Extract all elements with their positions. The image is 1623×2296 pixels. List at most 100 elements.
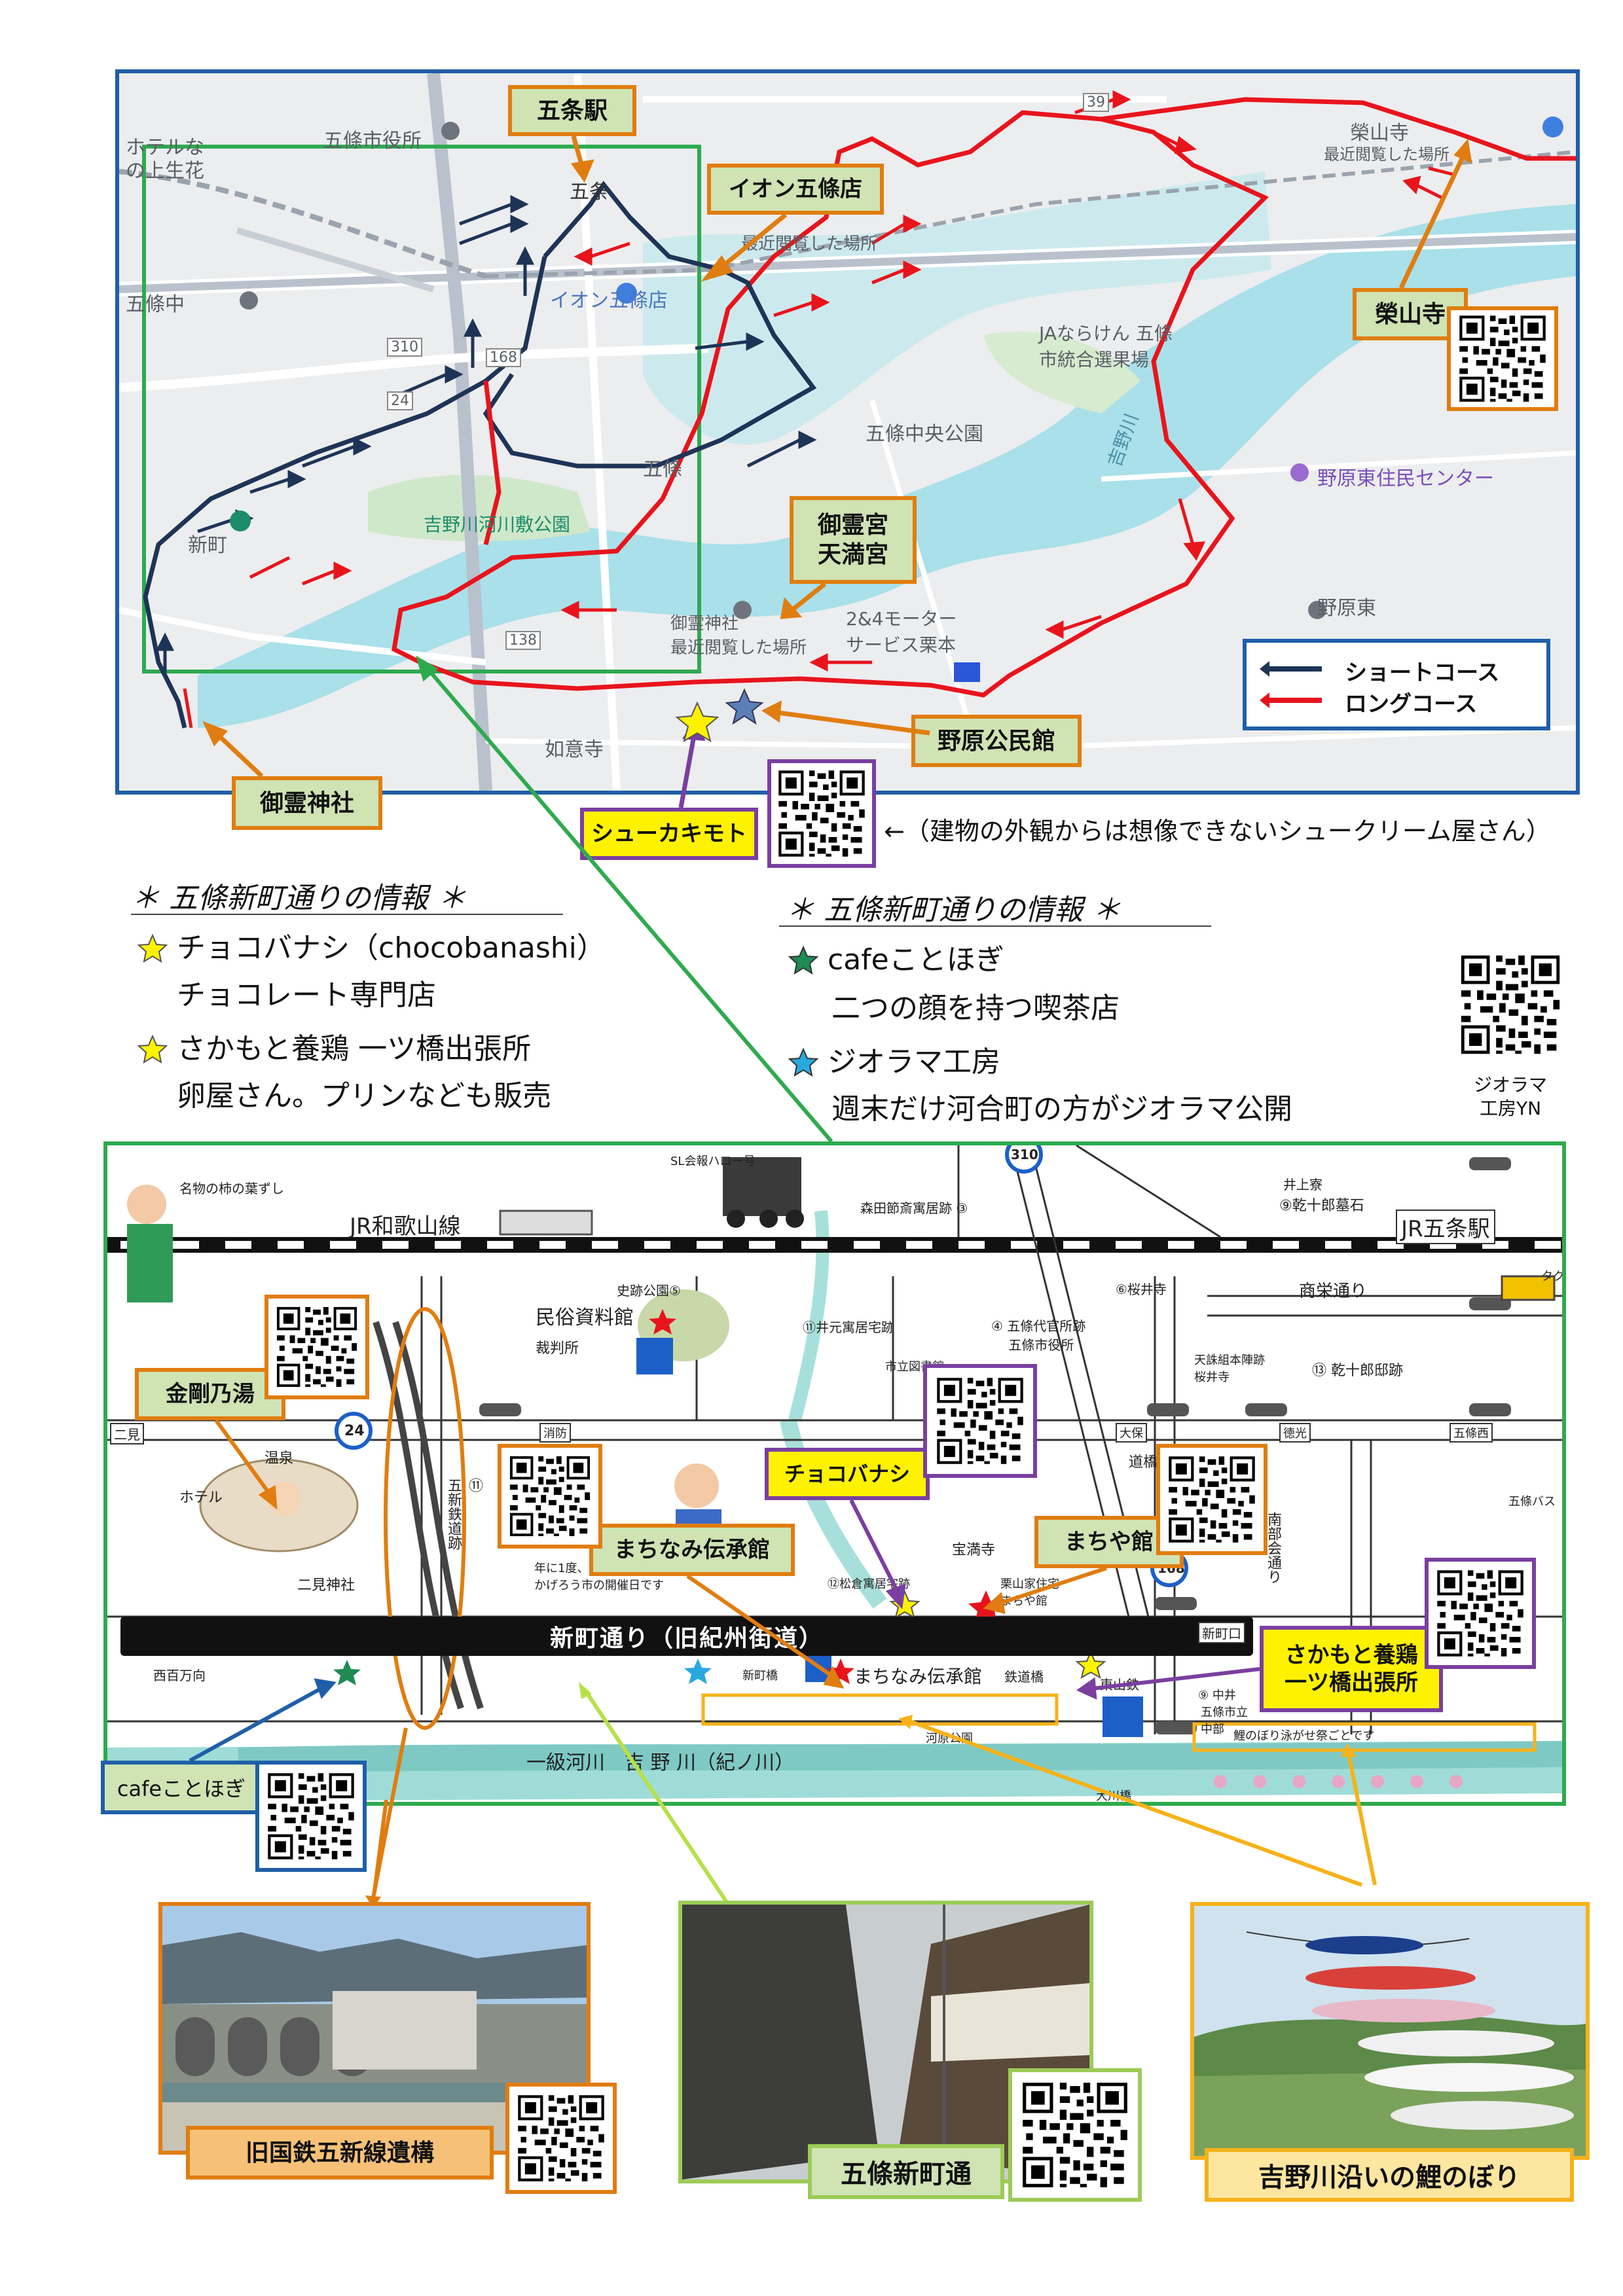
map-label-central-park: 五條中央公園 xyxy=(866,423,983,446)
lbl-gojo-nishi: 五條西 xyxy=(1450,1423,1493,1443)
map-label-nohara-east: 野原東 xyxy=(1317,597,1376,620)
lbl-nishi: 西百万向 xyxy=(153,1668,206,1683)
map-label-gojo-junior: 五條中 xyxy=(126,293,185,316)
lbl-tenchu: 天誅組本陣跡 桜井寺 xyxy=(1194,1354,1265,1384)
label-nohara-kominkan: 野原公民館 xyxy=(911,715,1082,767)
qr-machiyakan[interactable] xyxy=(1156,1444,1267,1555)
route-legend: ショートコース ロングコース xyxy=(1243,639,1550,730)
nohara-star-icon xyxy=(725,688,764,725)
map-label-recent-1: 最近閲覧した場所 xyxy=(741,234,878,254)
lbl-taiho: 大保 xyxy=(1116,1423,1147,1443)
road-24: 24 xyxy=(387,391,413,410)
lbl-nakaichi: ⑨ 中井 xyxy=(1198,1689,1236,1702)
map-label-eizanji: 榮山寺 xyxy=(1350,122,1409,145)
qr-sakamoto[interactable] xyxy=(1425,1558,1536,1669)
lbl-saibansho: 裁判所 xyxy=(536,1340,579,1357)
lbl-futami-jinja: 二見神社 xyxy=(297,1577,356,1594)
lbl-road-310: 310 xyxy=(1011,1147,1038,1162)
yellow-star-icon xyxy=(137,933,168,963)
left-item1-name: チョコバナシ（chocobanashi） xyxy=(177,931,606,965)
lbl-futami: 二見 xyxy=(110,1423,144,1444)
river-label: 一級河川 吉 野 川（紀ノ川） xyxy=(526,1751,795,1774)
map-label-gojo-area: 五條 xyxy=(643,458,682,481)
qr-diorama[interactable] xyxy=(1455,949,1566,1060)
map-label-miryo: 御霊神社 最近閲覧した場所 xyxy=(670,614,807,658)
map-label-hotel: ホテルな xyxy=(126,136,204,159)
left-info-item2-desc: 卵屋さん。プリンなども販売 xyxy=(177,1079,551,1113)
lbl-kamijo: 井上寮 xyxy=(1283,1177,1322,1193)
label-kongo-noyu: 金剛乃湯 xyxy=(135,1368,285,1420)
shu-kakimoto-note: ←（建物の外観からは想像できないシュークリーム屋さん） xyxy=(884,817,1551,846)
lbl-shinmachibashi: 新町橋 xyxy=(742,1669,778,1683)
lbl-tokko: 徳光 xyxy=(1279,1423,1311,1443)
map-label-nyoiji: 如意寺 xyxy=(545,738,604,761)
road-310: 310 xyxy=(387,338,422,357)
green-star-icon xyxy=(788,945,818,975)
qr-eizanji[interactable] xyxy=(1447,306,1558,411)
lbl-shogenji: ⑫松倉寓居宅跡 xyxy=(828,1577,910,1591)
lbl-tetsudo: 鉄道橋 xyxy=(1004,1669,1044,1685)
label-koinobori: 吉野川沿いの鯉のぼり xyxy=(1205,2148,1574,2202)
lbl-onsen: 温泉 xyxy=(264,1450,294,1467)
legend-long: ロングコース xyxy=(1345,691,1478,717)
lbl-kodaichi: 五條市立 中部 xyxy=(1201,1706,1248,1736)
right-info-item2: ジオラマ工房 xyxy=(788,1039,1000,1085)
lbl-shobo: 消防 xyxy=(539,1423,571,1443)
lbl-minzoku: 民俗資料館 xyxy=(536,1306,634,1329)
qr-street[interactable] xyxy=(1008,2068,1142,2202)
label-machinami: まちなみ伝承館 xyxy=(589,1524,795,1576)
jr-gojo-label: JR五条駅 xyxy=(1396,1210,1495,1244)
lbl-gojo-bus: 五條バス xyxy=(1508,1495,1556,1509)
qr-bridge[interactable] xyxy=(505,2083,617,2194)
map-label-aeon: イオン五條店 xyxy=(550,289,668,312)
qr-machinami[interactable] xyxy=(498,1444,602,1549)
qr-cafe[interactable] xyxy=(255,1761,367,1872)
label-shu-kakimoto: シューカキモト xyxy=(580,808,758,860)
lbl-gojo-office: ④ 五條代官所跡 五條市役所 xyxy=(991,1318,1086,1353)
lbl-sl: SL会報ハロー号 xyxy=(670,1155,756,1168)
left-info-divider xyxy=(131,914,563,915)
label-bridge: 旧国鉄五新線遺構 xyxy=(186,2126,494,2179)
label-miryo-tenmangu: 御霊宮 天満宮 xyxy=(790,496,917,584)
qr-choco[interactable] xyxy=(923,1364,1037,1478)
right-info-item1: cafeことほぎ xyxy=(788,937,1004,983)
label-gojo-station: 五条駅 xyxy=(508,85,636,136)
route-map-base xyxy=(119,73,1576,791)
label-aeon: イオン五條店 xyxy=(707,164,884,215)
right-info-item1-desc: 二つの顔を持つ喫茶店 xyxy=(831,992,1120,1025)
legend-short: ショートコース xyxy=(1345,660,1500,686)
lbl-hotel: ホテル xyxy=(179,1490,223,1506)
map-label-gojo: 五条 xyxy=(570,181,609,204)
right-item1-name: cafeことほぎ xyxy=(828,943,1004,977)
left-info-item1: チョコバナシ（chocobanashi） xyxy=(137,925,606,971)
label-choco: チョコバナシ xyxy=(765,1448,930,1500)
lbl-machinami-small: まちなみ伝承館 xyxy=(854,1666,983,1687)
label-cafe: cafeことほぎ xyxy=(101,1761,262,1814)
left-item2-name: さかもと養鶏 一ツ橋出張所 xyxy=(177,1032,532,1066)
right-info-item2-desc: 週末だけ河合町の方がジオラマ公開 xyxy=(831,1092,1292,1126)
lbl-nanbu: 南部会通り xyxy=(1265,1512,1281,1584)
map-label-ikuhana: の上生花 xyxy=(126,160,204,183)
right-info-divider xyxy=(779,925,1211,927)
left-info-item2: さかもと養鶏 一ツ橋出張所 xyxy=(137,1026,531,1072)
lbl-fukumura: ⑥桜井寺 xyxy=(1116,1282,1167,1297)
lbl-gojo-sen: ⑪ 五新鉄道跡 xyxy=(445,1478,483,1550)
lbl-shinmachiguchi: 新町口 xyxy=(1198,1622,1245,1643)
jr-line-label: JR和歌山線 xyxy=(350,1213,461,1240)
label-goryo-jinja: 御霊神社 xyxy=(232,776,382,830)
lbl-koinobori-note: 鯉のぼり泳がせ祭ごとです xyxy=(1233,1729,1375,1743)
qr-shu-kakimoto[interactable] xyxy=(767,759,876,868)
qr-kongo-noyu[interactable] xyxy=(264,1295,369,1399)
road-168: 168 xyxy=(486,348,521,367)
lbl-dobashi: 道橋 xyxy=(1129,1454,1158,1471)
yellow-star-icon xyxy=(137,1034,168,1064)
top-connectors xyxy=(202,135,1472,808)
right-info-title: ＊ 五條新町通りの情報 ＊ xyxy=(786,893,1121,927)
blue-star-icon xyxy=(788,1047,818,1077)
map-label-recent-2: 最近閲覧した場所 xyxy=(1324,145,1450,164)
shu-star-icon xyxy=(675,701,720,743)
lbl-morita: 森田節斎寓居跡 ③ xyxy=(860,1200,968,1216)
shinmachi-street-bar: 新町通り（旧紀州街道） xyxy=(120,1617,1253,1656)
right-item2-name: ジオラマ工房 xyxy=(828,1045,1000,1079)
lbl-inui: ⑬ 乾十郎邸跡 xyxy=(1312,1363,1403,1379)
